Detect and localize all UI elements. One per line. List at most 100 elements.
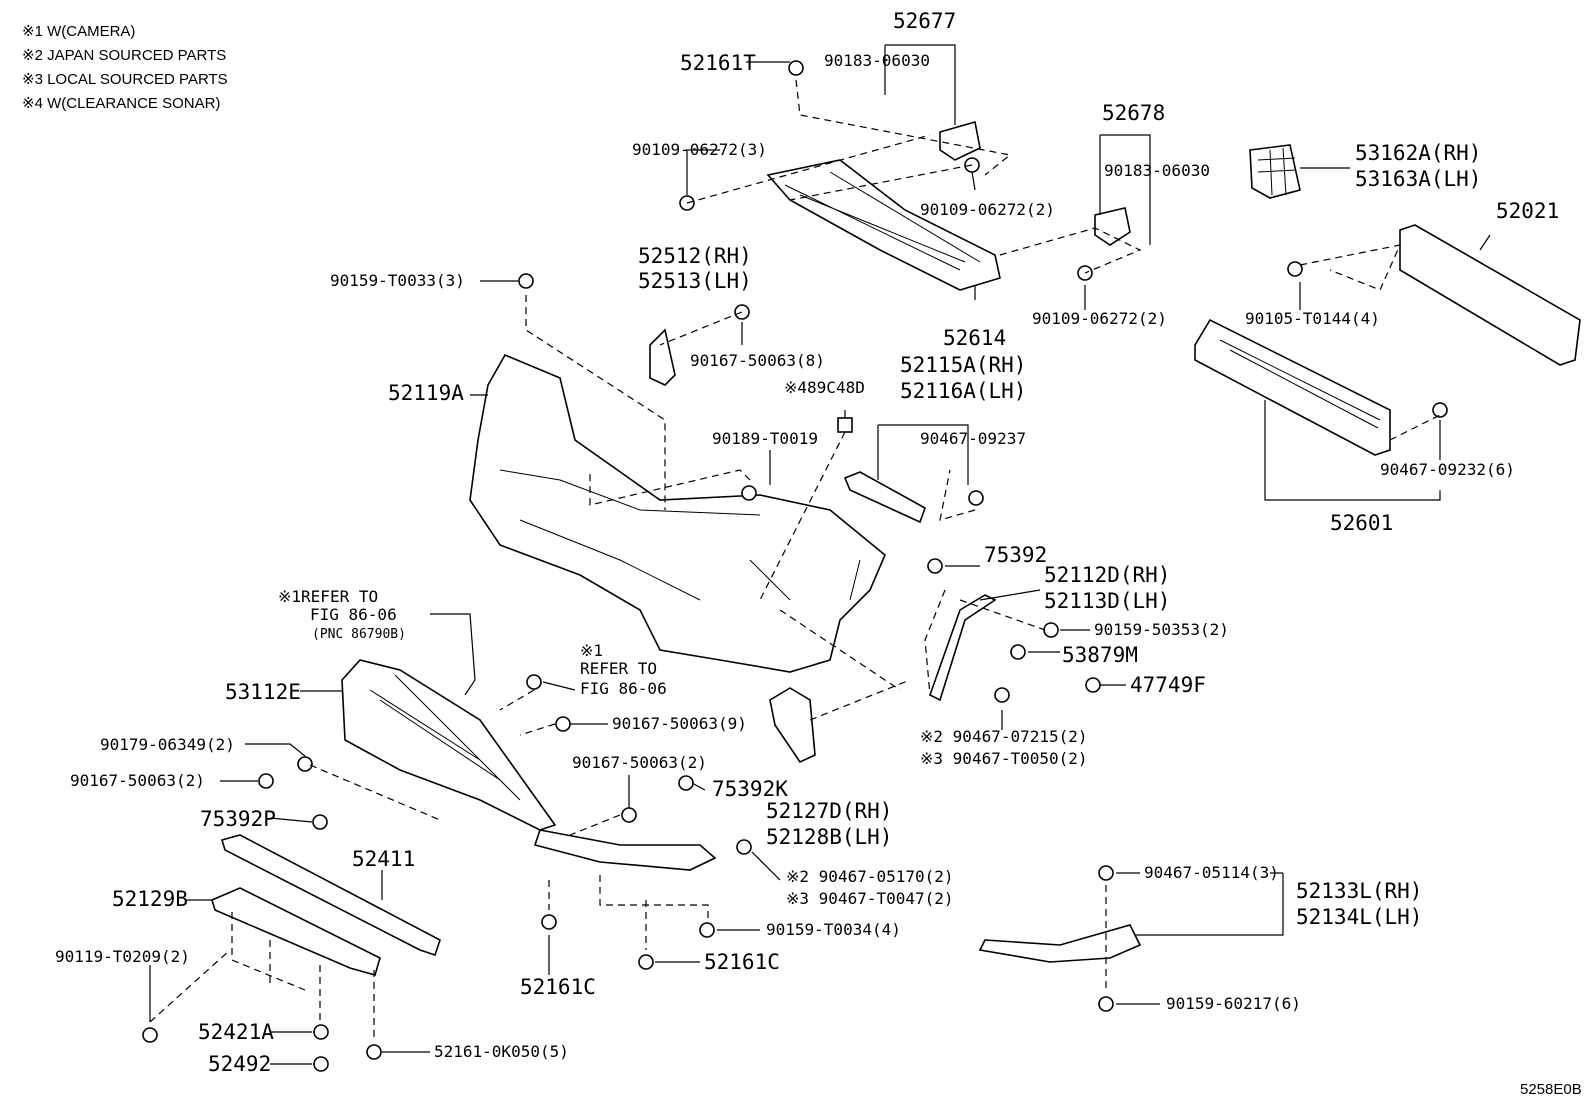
bracket-52678 xyxy=(1094,207,1131,246)
clip-90467-05170 xyxy=(736,839,752,855)
label-52134L: 52134L(LH) xyxy=(1296,905,1422,929)
clip-52161-0K050 xyxy=(366,1044,382,1060)
seal-52133L xyxy=(978,924,1142,963)
label-52112D: 52112D(RH) xyxy=(1044,563,1170,587)
label-90159-50353: 90159-50353(2) xyxy=(1094,620,1229,639)
screw-90159-T0034 xyxy=(699,922,715,938)
label-90467-05170: ※2 90467-05170(2) xyxy=(786,867,954,886)
side-retainer xyxy=(843,471,926,524)
label-90159-T0034: 90159-T0034(4) xyxy=(766,920,901,939)
nut-90179 xyxy=(297,756,313,772)
label-90183-b: 90183-06030 xyxy=(1104,161,1210,180)
label-53163A: 53163A(LH) xyxy=(1355,167,1481,191)
diagram-id: 5258E0B xyxy=(1520,1081,1582,1098)
bumper-cover xyxy=(469,353,886,673)
clip-52161C-b xyxy=(638,954,654,970)
label-52411: 52411 xyxy=(352,847,415,871)
label-90109-a: 90109-06272(3) xyxy=(632,140,767,159)
label-52129B: 52129B xyxy=(112,887,188,911)
label-52161C-a: 52161C xyxy=(520,975,596,999)
label-52133L: 52133L(RH) xyxy=(1296,879,1422,903)
label-52021: 52021 xyxy=(1496,199,1559,223)
label-90167-9: 90167-50063(9) xyxy=(612,714,747,733)
label-52614: 52614 xyxy=(943,326,1006,350)
label-90467-09232: 90467-09232(6) xyxy=(1380,460,1515,479)
label-47749F: 47749F xyxy=(1130,673,1206,697)
label-52492: 52492 xyxy=(208,1052,271,1076)
refer-note-2-line2: REFER TO xyxy=(580,659,657,678)
clip-90467-09232 xyxy=(1432,402,1448,418)
screw-47749F xyxy=(1085,677,1101,693)
clip-75392K xyxy=(678,775,694,791)
note-3: ※3 LOCAL SOURCED PARTS xyxy=(22,71,228,88)
screw-90159-T0033 xyxy=(518,273,534,289)
upper-retainer xyxy=(766,159,1001,291)
label-52513: 52513(LH) xyxy=(638,269,752,293)
label-90105: 90105-T0144(4) xyxy=(1245,309,1380,328)
screw-90167-9 xyxy=(555,716,571,732)
label-90109-c: 90109-06272(2) xyxy=(1032,309,1167,328)
label-52113D: 52113D(LH) xyxy=(1044,589,1170,613)
refer-note-1-line3: (PNC 86790B) xyxy=(312,627,406,642)
label-75392P: 75392P xyxy=(200,807,276,831)
label-90467-07215: ※2 90467-07215(2) xyxy=(920,727,1088,746)
label-90119: 90119-T0209(2) xyxy=(55,947,190,966)
label-52512: 52512(RH) xyxy=(638,244,752,268)
lower-grille xyxy=(341,659,557,831)
sonar-sensor xyxy=(837,417,853,433)
refer-note-2-line3: FIG 86-06 xyxy=(580,679,667,698)
clip-90467-07215 xyxy=(994,687,1010,703)
label-52677: 52677 xyxy=(893,9,956,33)
bracket-52677 xyxy=(939,120,981,161)
label-53112E: 53112E xyxy=(225,680,301,704)
bolt-90119 xyxy=(142,1027,158,1043)
label-90467-T0050: ※3 90467-T0050(2) xyxy=(920,749,1088,768)
bolt-90105 xyxy=(1287,261,1303,277)
label-90167-2b: 90167-50063(2) xyxy=(572,753,707,772)
label-90159-60217: 90159-60217(6) xyxy=(1166,994,1301,1013)
clip-52161C-a xyxy=(541,914,557,930)
screw-90159-50353 xyxy=(1043,622,1059,638)
label-90467-09237: 90467-09237 xyxy=(920,429,1026,448)
clip-75392 xyxy=(927,558,943,574)
screw-90159-60217 xyxy=(1098,996,1114,1012)
label-52161-0K050: 52161-0K050(5) xyxy=(434,1042,569,1061)
note-2: ※2 JAPAN SOURCED PARTS xyxy=(22,47,226,64)
label-90167-2a: 90167-50063(2) xyxy=(70,771,205,790)
label-90159-T0033: 90159-T0033(3) xyxy=(330,271,465,290)
label-75392: 75392 xyxy=(984,543,1047,567)
energy-absorber xyxy=(1194,318,1391,456)
label-52421A: 52421A xyxy=(198,1020,274,1044)
corner-piece xyxy=(769,687,816,764)
nut-53879M xyxy=(1010,644,1026,660)
label-90467-05114: 90467-05114(3) xyxy=(1144,863,1279,882)
label-52601: 52601 xyxy=(1330,511,1393,535)
label-90467-T0047: ※3 90467-T0047(2) xyxy=(786,889,954,908)
clip-90467-05114 xyxy=(1098,865,1114,881)
note-4: ※4 W(CLEARANCE SONAR) xyxy=(22,95,220,112)
under-cover xyxy=(211,887,381,976)
nut-52421A xyxy=(313,1024,329,1040)
label-52678: 52678 xyxy=(1102,101,1165,125)
moulding xyxy=(929,594,997,702)
refer-note-1-line1: ※1REFER TO xyxy=(278,587,378,606)
label-53162A: 53162A(RH) xyxy=(1355,141,1481,165)
label-52161C-b: 52161C xyxy=(704,950,780,974)
lower-spoiler xyxy=(533,829,717,871)
label-52161T: 52161T xyxy=(680,51,756,75)
refer-note-2-line1: ※1 xyxy=(580,641,603,660)
label-52115A: 52115A(RH) xyxy=(900,353,1026,377)
label-90109-b: 90109-06272(2) xyxy=(920,200,1055,219)
label-90179: 90179-06349(2) xyxy=(100,735,235,754)
screw-90167-2a xyxy=(258,773,274,789)
side-bracket xyxy=(649,328,676,386)
label-52128B: 52128B(LH) xyxy=(766,825,892,849)
camera-connector xyxy=(526,674,542,690)
label-52116A: 52116A(LH) xyxy=(900,379,1026,403)
label-53879M: 53879M xyxy=(1062,643,1138,667)
label-52127D: 52127D(RH) xyxy=(766,799,892,823)
clip-90189 xyxy=(741,485,757,501)
bolt-52492 xyxy=(313,1056,329,1072)
